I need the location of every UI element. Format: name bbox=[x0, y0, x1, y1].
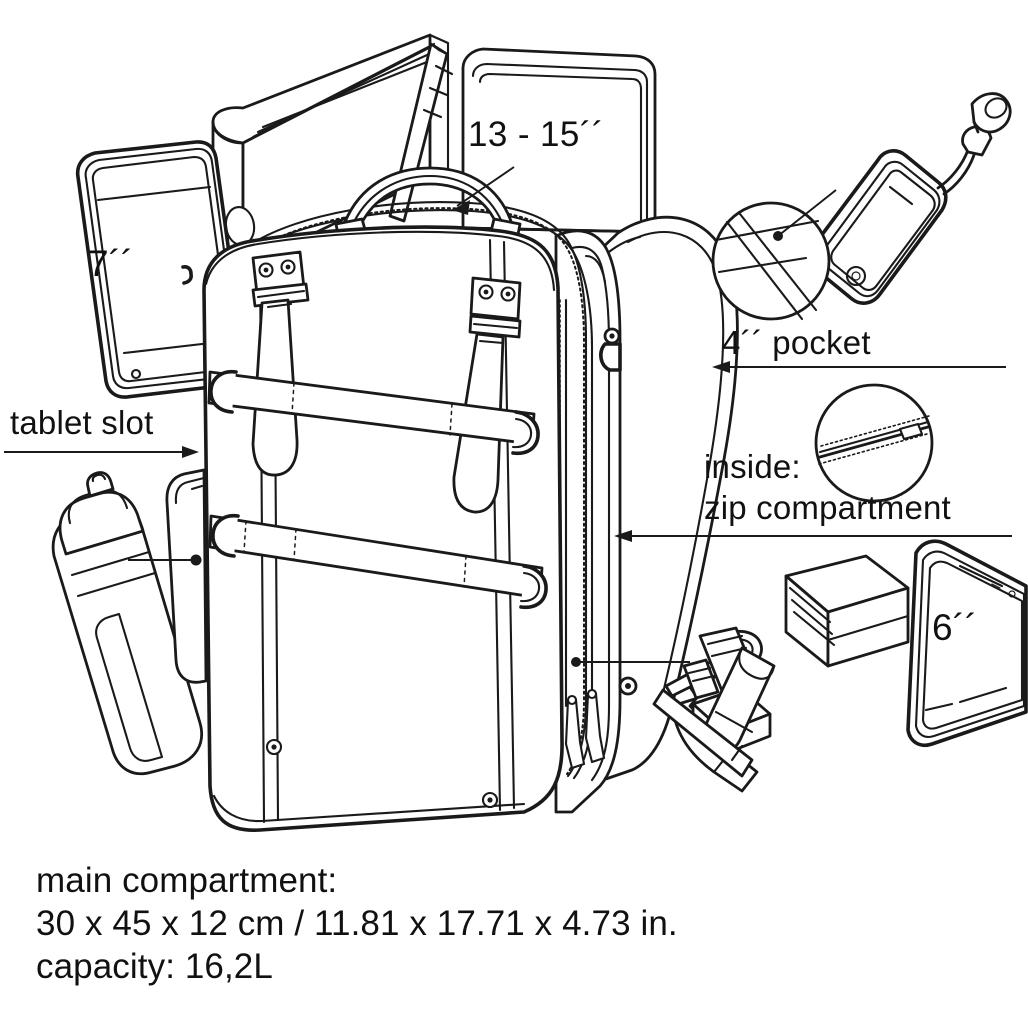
leader-water-bottle bbox=[128, 554, 202, 566]
water-bottle-object bbox=[51, 471, 203, 775]
backpack-side-pocket bbox=[165, 468, 208, 684]
phone-size-label: 6´´ bbox=[932, 607, 978, 648]
detail-circle-zipper bbox=[814, 383, 934, 503]
inside-label-line1: inside: bbox=[704, 448, 801, 485]
backpack-webbing-strap-lower bbox=[208, 513, 548, 610]
footer-dimensions: 30 x 45 x 12 cm / 11.81 x 17.71 x 4.73 i… bbox=[36, 904, 678, 943]
accessories-group bbox=[652, 626, 776, 778]
phone-6in-object bbox=[906, 539, 1028, 747]
tablet-size-label: 7´´ bbox=[88, 243, 134, 284]
laptop-size-label: 13 - 15´´ bbox=[468, 115, 604, 154]
leader-tablet-slot bbox=[4, 446, 199, 458]
wallet-object bbox=[784, 554, 910, 668]
pocket-4in-label: 4´´ pocket bbox=[722, 324, 871, 361]
phone-4in-object bbox=[809, 92, 1012, 305]
laptop-object bbox=[461, 47, 657, 234]
backpack-webbing-strap-upper bbox=[207, 369, 540, 456]
leader-laptop bbox=[452, 166, 515, 215]
footer-capacity: capacity: 16,2L bbox=[36, 947, 273, 986]
detail-circle-pocket bbox=[711, 189, 837, 321]
leader-pocket bbox=[712, 361, 1006, 373]
tablet-slot-label: tablet slot bbox=[10, 404, 154, 441]
inside-label-line2: zip compartment bbox=[704, 489, 951, 526]
footer-main-compartment: main compartment: bbox=[36, 861, 338, 900]
leader-zip-compartment bbox=[614, 530, 1012, 542]
backpack-side-gusset bbox=[554, 229, 622, 814]
leader-accessories bbox=[571, 657, 690, 667]
